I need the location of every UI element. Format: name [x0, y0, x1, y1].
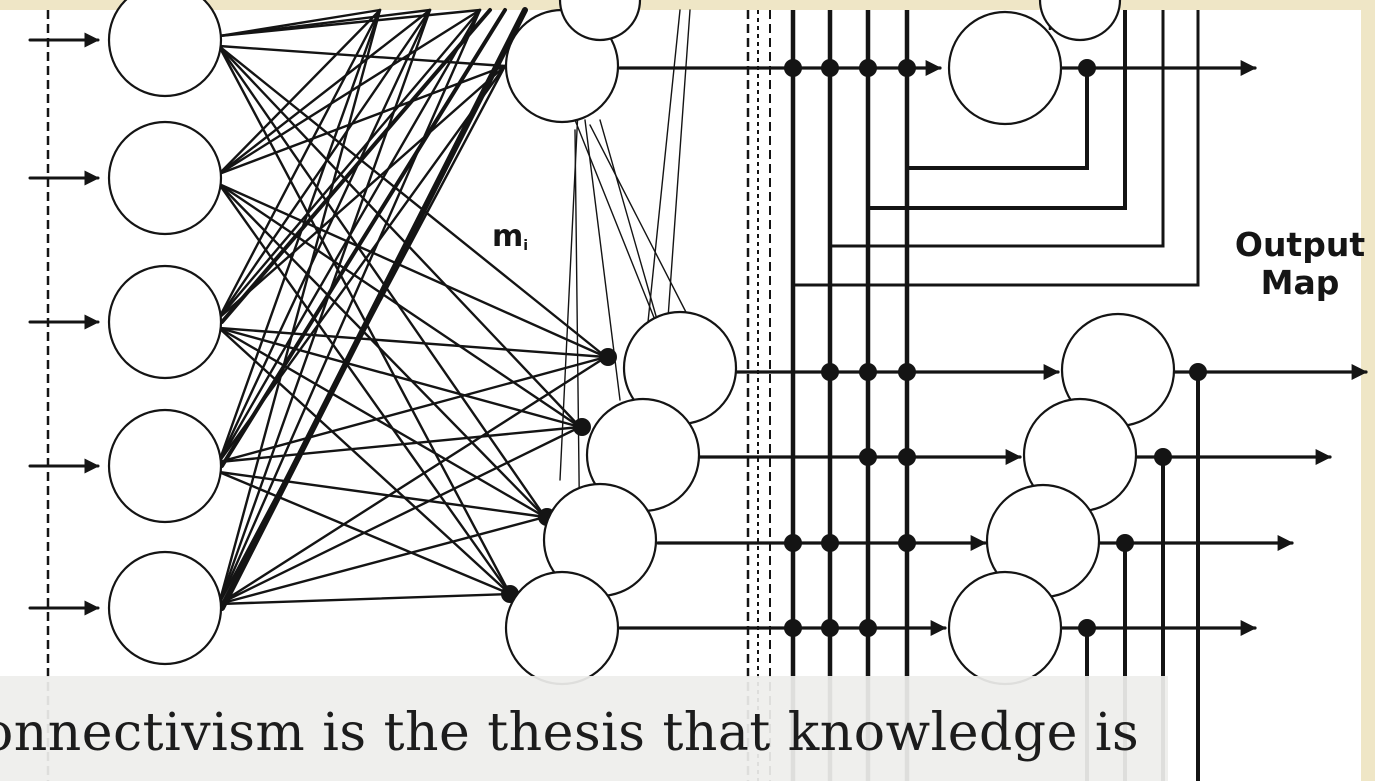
feedback-lines — [790, 10, 1200, 781]
junction-dot — [1078, 619, 1096, 637]
connection-line — [217, 8, 382, 606]
connection-line — [217, 326, 547, 519]
input-node — [107, 0, 223, 98]
output-node — [1038, 0, 1122, 42]
junction-dot — [573, 418, 591, 436]
hidden-node — [504, 570, 620, 686]
output-map-label-line-1: Output — [1234, 225, 1366, 264]
input-node — [107, 408, 223, 524]
connection-line — [217, 8, 432, 38]
connection-line — [217, 326, 608, 359]
weight-label-subscript: i — [523, 238, 529, 254]
feedback-line — [830, 10, 1165, 248]
output-map-label: Output Map — [1220, 226, 1375, 302]
connection-line-heavy — [220, 8, 507, 468]
connection-line — [217, 8, 482, 320]
junction-dot — [599, 348, 617, 366]
connection-line — [217, 44, 582, 429]
junction-dot — [859, 619, 877, 637]
junction-dot — [898, 534, 916, 552]
connection-lines — [217, 7, 691, 611]
connection-line — [217, 44, 547, 519]
output-map-label-line-2: Map — [1260, 263, 1340, 302]
junction-dot — [859, 363, 877, 381]
connection-line — [217, 182, 512, 596]
connection-line-heavy — [219, 7, 528, 611]
connection-line — [217, 515, 547, 606]
connection-line — [217, 8, 382, 320]
junction-dot — [898, 363, 916, 381]
connection-line — [217, 44, 608, 359]
junction-dot — [1078, 59, 1096, 77]
output-node — [947, 570, 1063, 686]
junction-dot — [859, 448, 877, 466]
connection-line — [217, 326, 512, 596]
neuron-nodes — [107, 0, 1176, 686]
junction-dot — [784, 534, 802, 552]
junction-dot — [1189, 363, 1207, 381]
connection-line — [217, 8, 382, 38]
junction-dot — [784, 59, 802, 77]
input-node — [107, 550, 223, 666]
connection-line — [217, 182, 608, 359]
junction-dot — [1116, 534, 1134, 552]
junction-dot — [821, 619, 839, 637]
feedback-line — [868, 10, 1127, 210]
junction-dot — [821, 59, 839, 77]
junction-dot — [898, 59, 916, 77]
caption-text: onnectivism is the thesis that knowledge… — [0, 703, 1140, 763]
weight-label-main: m — [492, 219, 524, 254]
connection-line — [217, 8, 482, 176]
connection-line — [217, 355, 608, 606]
feedback-line — [793, 10, 1200, 287]
connection-line — [217, 8, 432, 176]
lateral-connection-line — [574, 119, 656, 321]
lateral-connection-line — [667, 9, 691, 319]
junction-dot — [859, 59, 877, 77]
dashed-boundary-lines — [46, 10, 771, 781]
feedback-line — [907, 70, 1089, 170]
junction-dot — [821, 363, 839, 381]
caption-bar — [0, 676, 1168, 781]
weight-label: mi — [492, 220, 528, 263]
connection-line — [217, 8, 432, 606]
connection-line — [217, 8, 482, 606]
connection-line — [217, 326, 582, 429]
connection-line — [217, 8, 382, 176]
connection-line — [217, 592, 512, 606]
junction-dot — [1154, 448, 1172, 466]
connection-line — [217, 425, 582, 464]
input-node — [107, 264, 223, 380]
connection-line — [217, 182, 582, 429]
junction-dots — [501, 59, 1207, 637]
connection-line — [217, 8, 382, 464]
hidden-node — [558, 0, 642, 42]
connection-line — [217, 355, 608, 464]
junction-dot — [821, 534, 839, 552]
connection-line-heavy — [220, 8, 492, 324]
output-node — [947, 10, 1063, 126]
input-node — [107, 120, 223, 236]
connection-line — [217, 8, 432, 464]
lateral-connection-line — [599, 119, 661, 331]
junction-dot — [784, 619, 802, 637]
junction-dot — [898, 448, 916, 466]
connection-line — [217, 425, 582, 606]
connection-line — [217, 64, 507, 320]
lateral-connection-line — [589, 124, 691, 321]
